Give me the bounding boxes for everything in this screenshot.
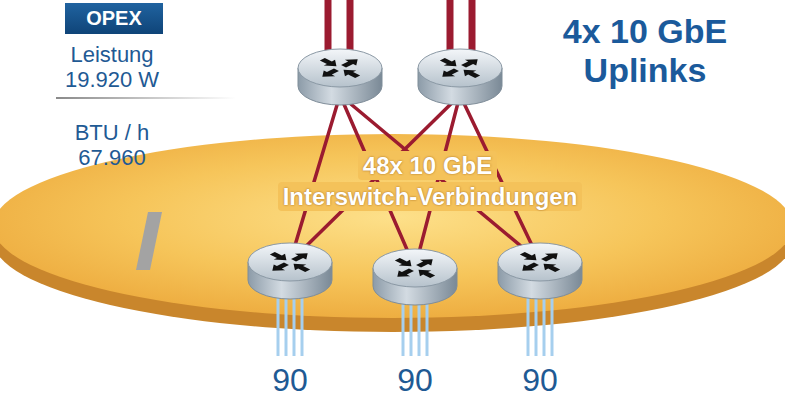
- grey-bar: [136, 212, 162, 270]
- separator-rule: [56, 97, 236, 99]
- text-segment: Interswitch-Verbindungen: [283, 183, 578, 210]
- port-count: 90: [500, 362, 580, 399]
- port-count-box: 90: [500, 362, 580, 399]
- port-count: 90: [250, 362, 330, 399]
- core-switch: [298, 49, 382, 105]
- opex-header: OPEX: [65, 3, 163, 34]
- interswitch-label: 48x 10 GbE Interswitch-Verbindungen: [278, 151, 583, 211]
- uplink-label-box: 4x 10 GbE Uplinks: [545, 12, 745, 90]
- access-switch: [248, 243, 332, 299]
- node-text: OPEX: [86, 7, 142, 30]
- power-value-box: Leistung 19.920 W: [47, 42, 177, 93]
- port-count-box: 90: [375, 362, 455, 399]
- port-count-box: 90: [250, 362, 330, 399]
- heat-value: BTU / h 67.960: [62, 120, 162, 171]
- access-switch: [373, 249, 457, 305]
- access-switch: [498, 243, 582, 299]
- heat-value-box: BTU / h 67.960: [62, 120, 162, 171]
- uplink-label: 4x 10 GbE Uplinks: [545, 12, 745, 90]
- core-switch: [418, 49, 502, 105]
- power-value: Leistung 19.920 W: [47, 42, 177, 93]
- port-count: 90: [375, 362, 455, 399]
- interswitch-label-box: 48x 10 GbE Interswitch-Verbindungen: [230, 150, 630, 212]
